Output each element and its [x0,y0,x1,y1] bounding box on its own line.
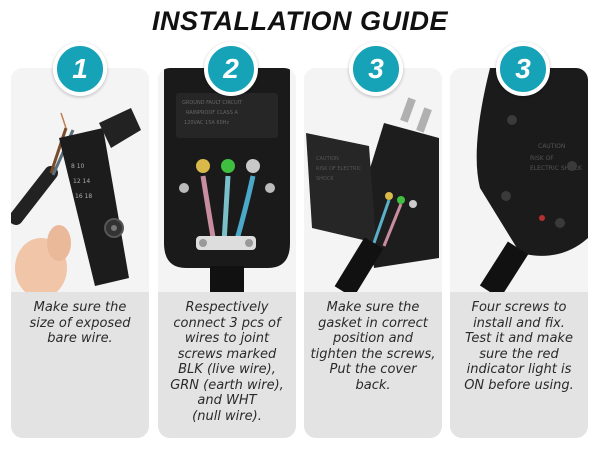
svg-text:CAUTION: CAUTION [316,156,339,162]
step-4-badge: 3 [496,42,550,96]
step-2-badge: 2 [204,42,258,96]
step-1-badge: 1 [53,42,107,96]
step-3-badge: 3 [349,42,403,96]
svg-text:16 18: 16 18 [75,193,92,200]
svg-text:GROUND FAULT CIRCUIT: GROUND FAULT CIRCUIT [182,100,243,106]
page-title: INSTALLATION GUIDE [152,6,448,36]
closed-plug-photo: CAUTION RISK OF ELECTRIC SHOCK [450,68,588,292]
step-4-caption: Four screws to install and fix. Test it … [464,300,574,393]
gasket-cover-photo: CAUTION RISK OF ELECTRIC SHOCK [304,68,442,292]
svg-text:SHOCK: SHOCK [316,176,334,182]
svg-text:CAUTION: CAUTION [538,143,565,150]
svg-text:120VAC 15A 60Hz: 120VAC 15A 60Hz [184,120,230,126]
svg-text:12 14: 12 14 [73,178,90,185]
wire-stripper-photo: 8 10 12 14 16 18 [11,68,149,292]
step-1-card: 8 10 12 14 16 18 Make sure the size of exp… [11,68,149,438]
svg-text:RAINPROOF CLASS A: RAINPROOF CLASS A [186,110,238,116]
step-2-caption: Respectively connect 3 pcs of wires to j… [170,300,284,424]
svg-text:ELECTRIC SHOCK: ELECTRIC SHOCK [530,165,583,172]
svg-text:RISK OF ELECTRIC: RISK OF ELECTRIC [316,166,362,172]
step-4-card: CAUTION RISK OF ELECTRIC SHOCK Four scre… [450,68,588,438]
svg-text:RISK OF: RISK OF [530,155,554,162]
step-3-caption: Make sure the gasket in correct position… [310,300,436,393]
open-plug-terminal-photo: GROUND FAULT CIRCUIT RAINPROOF CLASS A 1… [158,68,296,292]
step-2-card: GROUND FAULT CIRCUIT RAINPROOF CLASS A 1… [158,68,296,438]
step-1-caption: Make sure the size of exposed bare wire. [29,300,131,346]
step-3-card: CAUTION RISK OF ELECTRIC SHOCK Make sure… [304,68,442,438]
svg-text:8 10: 8 10 [71,163,85,170]
